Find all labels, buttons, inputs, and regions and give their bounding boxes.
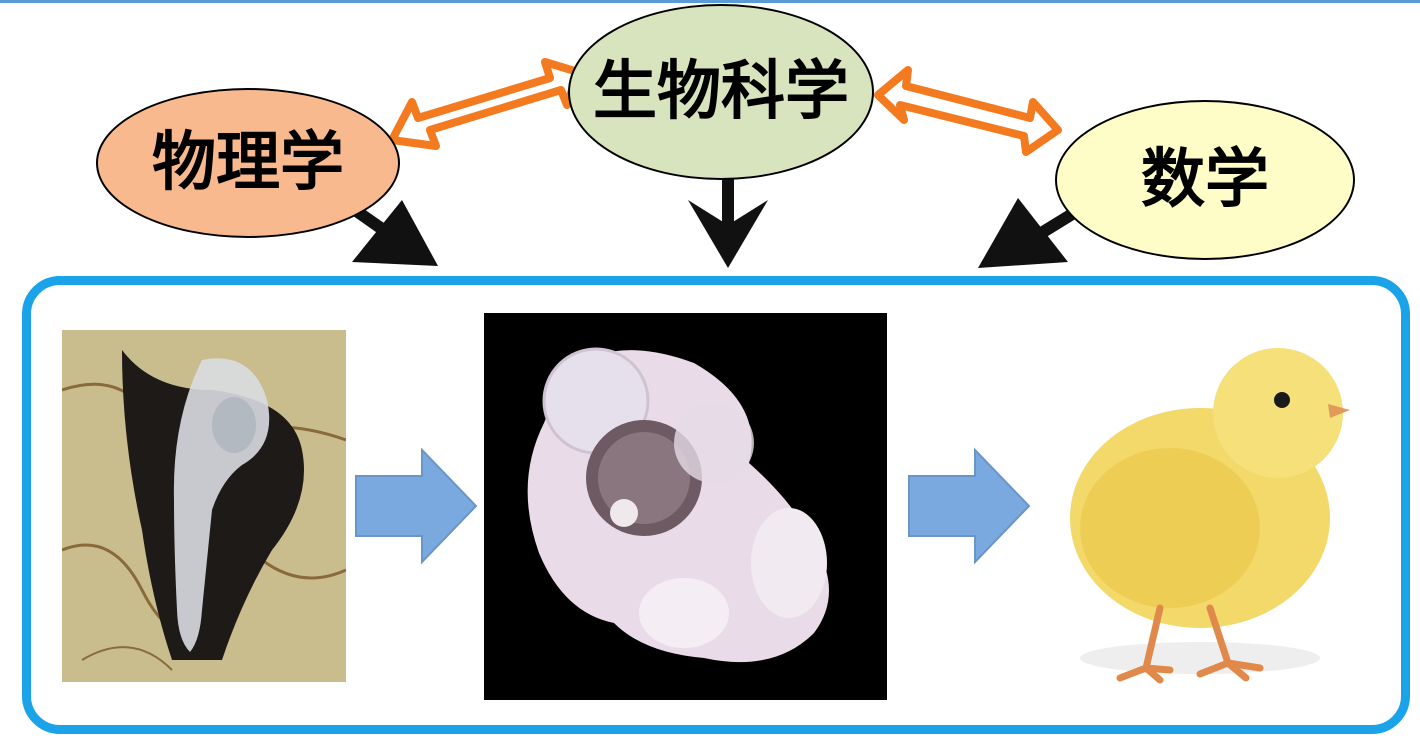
physics-node: 物理学 [96,88,400,238]
chick-photo [1050,318,1370,690]
process-arrow-2 [905,446,1035,566]
baby-chick-icon [1050,318,1370,690]
biology-math-exchange-arrow [878,70,1058,152]
early-chick-embryo-photo [62,330,346,682]
later-chick-embryo-photo [484,313,887,700]
physics-label: 物理学 [152,131,344,195]
biology-label: 生物科学 [593,60,849,124]
physics-biology-exchange-arrow [392,62,578,146]
embryo-early-stage-icon [62,330,346,682]
biology-down-arrow [688,165,768,268]
mathematics-label: 数学 [1141,148,1269,212]
mathematics-node: 数学 [1055,100,1355,260]
biology-node: 生物科学 [568,4,874,180]
process-arrow-1 [352,446,482,566]
embryo-curled-stage-icon [484,313,887,700]
